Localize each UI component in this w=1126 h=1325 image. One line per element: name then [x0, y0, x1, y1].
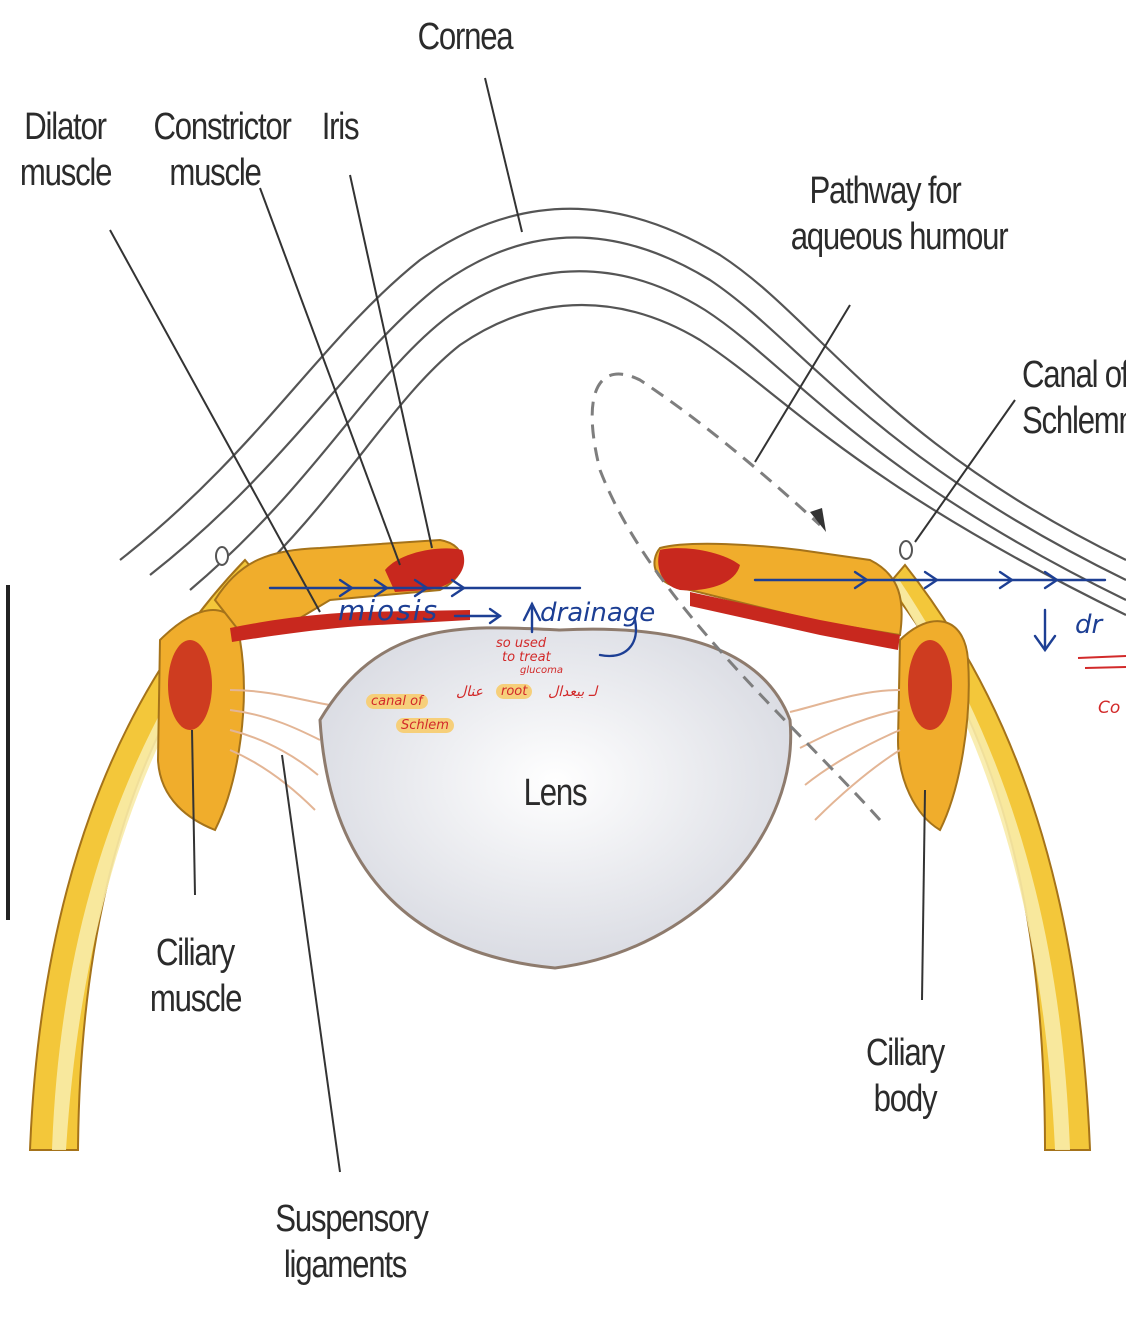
label-canal-line1: Canal of: [1022, 352, 1126, 398]
label-iris: Iris: [315, 104, 364, 150]
label-pathway: Pathway for aqueous humour: [791, 168, 980, 260]
note-right-dr: dr: [1075, 610, 1102, 640]
label-pathway-line2: aqueous humour: [791, 214, 980, 260]
red-underline: [1078, 656, 1126, 668]
note-canal-of-text: canal of: [366, 694, 428, 709]
label-ciliary-body-line1: Ciliary: [864, 1030, 946, 1076]
ciliary-body-left: [158, 610, 244, 830]
note-right-co: Co: [1098, 698, 1120, 718]
label-suspensory-ligaments: Suspensory ligaments: [275, 1196, 414, 1288]
note-root-text: root: [496, 684, 532, 699]
label-ciliary-muscle-line2: muscle: [150, 976, 240, 1022]
left-edge-bar: [6, 585, 10, 920]
label-constrictor-muscle: Constrictor muscle: [154, 104, 277, 196]
label-dilator-muscle: Dilator muscle: [20, 104, 110, 196]
note-so-used: so used: [496, 636, 546, 651]
label-lens: Lens: [518, 770, 592, 816]
label-ciliary-muscle: Ciliary muscle: [150, 930, 240, 1022]
note-to-treat: to treat: [502, 650, 551, 665]
label-dilator-line1: Dilator: [20, 104, 110, 150]
note-root: root: [496, 684, 532, 699]
note-glucoma: glucoma: [520, 665, 563, 676]
note-schlem: Schlem: [396, 718, 454, 733]
note-arabic-a: لـ بيعدال: [548, 684, 597, 700]
label-constrictor-line2: muscle: [154, 150, 277, 196]
label-ciliary-body-line2: body: [864, 1076, 946, 1122]
note-miosis: miosis: [338, 594, 439, 627]
label-suspensory-line1: Suspensory: [275, 1196, 414, 1242]
note-canal-of: canal of: [366, 694, 428, 709]
label-ciliary-muscle-line1: Ciliary: [150, 930, 240, 976]
label-ciliary-body: Ciliary body: [864, 1030, 946, 1122]
iris-right: [654, 544, 901, 650]
label-canal-of-schlemm: Canal of Schlemm: [1022, 352, 1126, 444]
label-suspensory-line2: ligaments: [275, 1242, 414, 1288]
label-pathway-line1: Pathway for: [791, 168, 980, 214]
note-drainage: drainage: [540, 598, 655, 628]
label-constrictor-line1: Constrictor: [154, 104, 277, 150]
ciliary-body-right: [898, 621, 969, 830]
label-dilator-line2: muscle: [20, 150, 110, 196]
label-cornea: Cornea: [416, 14, 514, 60]
label-canal-line2: Schlemm: [1022, 398, 1126, 444]
note-arabic-b: عنال: [456, 684, 483, 700]
note-schlem-text: Schlem: [396, 718, 454, 733]
